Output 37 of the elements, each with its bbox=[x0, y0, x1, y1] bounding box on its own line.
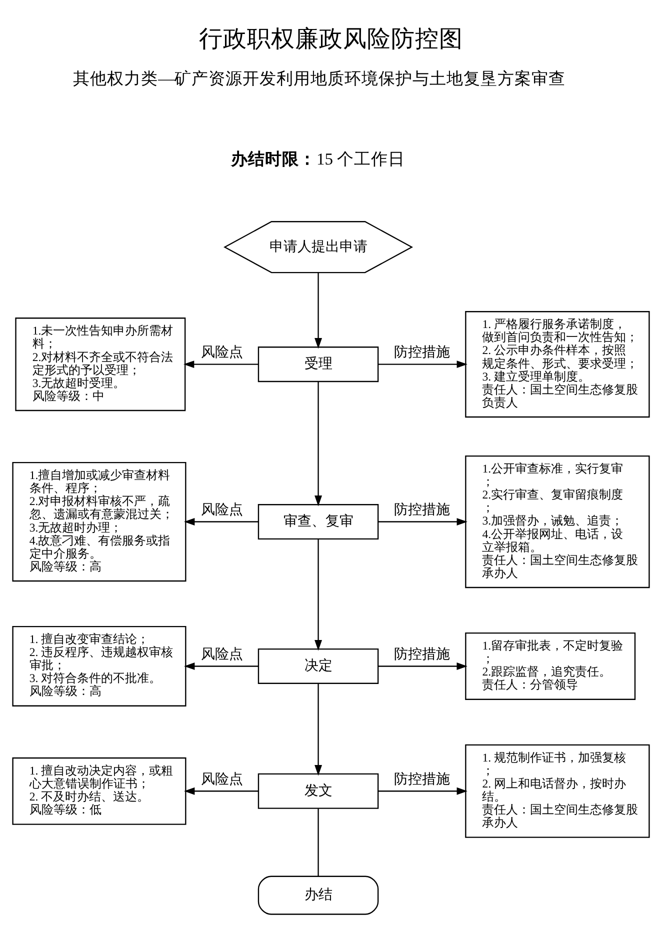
node-box: 决定 bbox=[258, 648, 379, 684]
node-box: 1. 擅自改动决定内容，或粗心大意错误制作证书； 2. 不及时办结、送达。 风险等级：低 bbox=[12, 756, 186, 824]
node-box: 发文 bbox=[258, 772, 379, 808]
edge-label: 风险点 bbox=[201, 502, 244, 518]
edge-label: 风险点 bbox=[201, 646, 244, 662]
node-box: 1.擅自增加或减少审查材料条件、程序； 2.对申报材料审核不严，疏忽、遗漏或有意蒙混过关； 3.无故超时办理； 4.故意刁难、有偿服务或指定中介服务。 风险等级：高 bbox=[12, 461, 186, 582]
node-box: 受理 bbox=[258, 346, 379, 382]
arrow bbox=[378, 662, 468, 670]
label: 其他权力类—矿产资源开发利用地质环境保护与土地复垦方案审查 bbox=[73, 68, 566, 88]
label: 办结时限：15 个工作日 bbox=[231, 148, 406, 168]
edge-label: 防控措施 bbox=[394, 502, 450, 518]
arrow bbox=[184, 518, 258, 526]
arrow bbox=[314, 272, 322, 348]
edge-label: 风险点 bbox=[200, 344, 243, 360]
edge-label: 防控措施 bbox=[394, 771, 450, 788]
node-box: 1.公开审查标准，实行复审； 2.实行审查、复审留痕制度； 3.加强督办，诫勉、追责； 4.公开举报网址、电话，设立举报箱。 责任人：国土空间生态修复股承办人 bbox=[465, 454, 650, 588]
arrow bbox=[378, 518, 468, 526]
node-box: 1. 规范制作证书，加强复核； 2. 网上和电话督办，按时办结。 责任人：国土空间生态修复股承办人 bbox=[465, 744, 650, 838]
diagram-title: 行政职权廉政风险防控图 bbox=[199, 26, 463, 52]
node-box: 1.留存审批表，不定时复验； 2.跟踪监督，追究责任。 责任人：分管领导 bbox=[465, 632, 636, 700]
arrow bbox=[314, 538, 322, 650]
arrow bbox=[314, 682, 322, 776]
arrow bbox=[184, 662, 258, 670]
node-box: 1. 严格履行服务承诺制度，做到首问负责和一次性告知； 2. 公示申办条件样本，按照规定条件、形式、要求受理； 3. 建立受理单制度。 责任人：国土空间生态修复股负责人 bbox=[465, 310, 650, 418]
arrow bbox=[378, 360, 468, 368]
arrow bbox=[378, 786, 468, 794]
node-box: 1. 擅自改变审查结论； 2. 违反程序、违规越权审核审批； 3. 对符合条件的不批准。 风险等级：高 bbox=[12, 625, 186, 706]
arrow bbox=[184, 786, 258, 794]
node-box: 办结 bbox=[258, 875, 379, 914]
arrow bbox=[183, 360, 258, 368]
node-box: 审查、复审 bbox=[258, 504, 379, 540]
edge-label: 风险点 bbox=[201, 771, 244, 788]
arrow bbox=[314, 381, 322, 506]
edge-label: 防控措施 bbox=[394, 646, 450, 662]
node-box: 1.未一次性告知申办所需材料； 2.对材料不齐全或不符合法定形式的予以受理； 3.无故超时受理。 风险等级：中 bbox=[15, 317, 186, 411]
connector bbox=[318, 808, 319, 876]
edge-label: 防控措施 bbox=[394, 344, 450, 360]
